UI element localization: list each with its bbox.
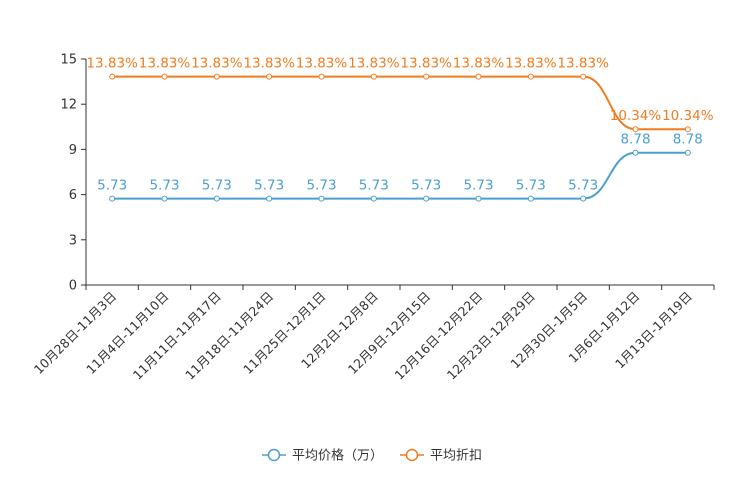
y-tick-label: 6 [69,188,77,203]
data-label: 5.73 [202,178,232,194]
legend-marker-icon [267,448,281,462]
data-point [318,73,325,80]
legend-label: 平均价格（万） [292,448,383,464]
data-point [684,149,691,156]
data-point [266,195,273,202]
data-point [580,73,587,80]
data-point [475,195,482,202]
data-label: 5.73 [254,178,284,194]
y-tick-label: 9 [69,143,77,158]
data-label: 5.73 [306,178,336,194]
data-label: 10.34% [662,108,714,124]
data-label: 13.83% [191,56,243,72]
data-point [266,73,273,80]
y-tick-label: 0 [69,279,77,294]
data-label: 5.73 [411,178,441,194]
x-tick-label: 12月23日-12月29日 [444,289,538,383]
data-label: 5.73 [97,178,127,194]
x-tick-label: 11月11日-11月17日 [130,289,224,383]
y-tick-label: 12 [60,98,77,113]
data-label: 13.83% [296,56,348,72]
legend-item-1[interactable]: 平均折扣 [400,449,482,464]
data-point [109,73,116,80]
data-point [161,195,168,202]
data-point [632,149,639,156]
data-point [475,73,482,80]
series-line [112,75,688,131]
data-label: 8.78 [620,132,650,148]
data-point [580,195,587,202]
data-point [370,73,377,80]
data-label: 5.73 [359,178,389,194]
axes: 0369121510月28日-11月3日11月4日-11月10日11月11日-1… [31,53,715,383]
data-label: 13.83% [453,56,505,72]
data-point [213,195,220,202]
data-point [684,126,691,133]
series-1: 13.83%13.83%13.83%13.83%13.83%13.83%13.8… [86,56,714,133]
series-layer: 5.73 5.73 5.73 5.73 5.73 5.73 5.73 5.73 5.73 5.73… [86,56,714,202]
data-label: 10.34% [610,108,662,124]
data-point [632,126,639,133]
data-point [527,73,534,80]
data-point [423,73,430,80]
data-label: 13.83% [400,56,452,72]
data-label: 5.73 [516,178,546,194]
data-label: 13.83% [505,56,557,72]
y-tick-label: 15 [60,53,77,68]
data-label: 5.73 [149,178,179,194]
data-label: 5.73 [568,178,598,194]
legend[interactable]: 平均价格（万） 平均折扣 [262,448,482,464]
data-point [318,195,325,202]
data-point [213,73,220,80]
data-label: 13.83% [243,56,295,72]
legend-marker-icon [405,448,419,462]
x-tick-label: 11月18日-11月24日 [182,289,276,383]
series-0: 5.73 5.73 5.73 5.73 5.73 5.73 5.73 5.73 5.73 5.73… [97,132,703,202]
x-tick-label: 12月16日-12月22日 [391,289,485,383]
data-point [370,195,377,202]
data-label: 13.83% [139,56,191,72]
data-label: 5.73 [463,178,493,194]
data-point [527,195,534,202]
data-point [423,195,430,202]
data-point [161,73,168,80]
data-label: 13.83% [86,56,138,72]
data-point [109,195,116,202]
y-tick-label: 3 [69,233,77,248]
data-label: 8.78 [673,132,703,148]
data-label: 13.83% [557,56,609,72]
data-label: 13.83% [348,56,400,72]
legend-label: 平均折扣 [430,449,482,464]
legend-item-0[interactable]: 平均价格（万） [262,448,383,464]
series-line [112,151,688,200]
